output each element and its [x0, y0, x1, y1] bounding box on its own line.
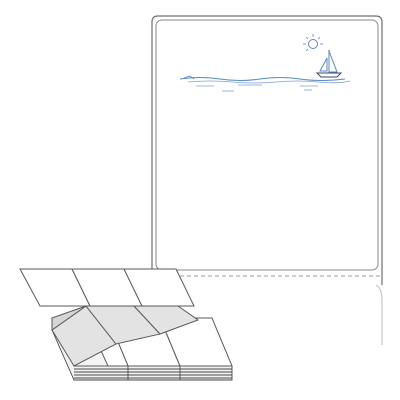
- sun-icon: [303, 34, 323, 52]
- seascape-sketch: [179, 34, 351, 92]
- fanfold-label-stack: [19, 268, 233, 381]
- sailboat-icon: [315, 50, 343, 78]
- folded-label-strip: [51, 305, 200, 367]
- backing-reflection: [375, 284, 383, 345]
- waves-icon: [179, 75, 351, 92]
- top-label-row: [19, 268, 195, 307]
- backing-paper: [151, 15, 383, 285]
- label-face: [155, 19, 379, 271]
